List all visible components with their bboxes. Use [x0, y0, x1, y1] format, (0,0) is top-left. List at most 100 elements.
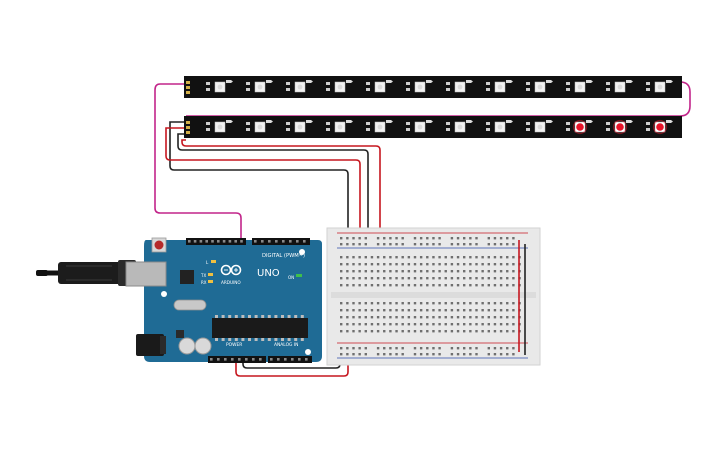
breadboard-hole[interactable] [463, 323, 466, 326]
arduino-5v-wire[interactable] [235, 354, 349, 377]
breadboard-hole[interactable] [475, 256, 478, 259]
breadboard-hole[interactable] [432, 347, 435, 350]
breadboard-hole[interactable] [389, 237, 392, 240]
breadboard-hole[interactable] [395, 347, 398, 350]
breadboard-hole[interactable] [383, 243, 386, 246]
breadboard-hole[interactable] [493, 330, 497, 333]
led-pixel[interactable] [406, 80, 433, 93]
breadboard-hole[interactable] [506, 263, 509, 266]
header-pin[interactable] [222, 240, 226, 243]
breadboard-hole[interactable] [352, 323, 355, 326]
breadboard-hole[interactable] [499, 353, 503, 356]
breadboard-hole[interactable] [432, 256, 435, 259]
breadboard-hole[interactable] [450, 330, 454, 333]
breadboard-hole[interactable] [358, 243, 361, 246]
breadboard-hole[interactable] [444, 263, 447, 266]
breadboard-hole[interactable] [340, 347, 343, 350]
led-pixel[interactable] [606, 119, 633, 135]
breadboard-hole[interactable] [346, 302, 349, 305]
breadboard-hole[interactable] [340, 353, 343, 356]
header-pin[interactable] [284, 358, 287, 361]
breadboard-hole[interactable] [456, 263, 460, 266]
breadboard-hole[interactable] [389, 347, 392, 350]
breadboard-hole[interactable] [407, 330, 411, 333]
breadboard-hole[interactable] [493, 284, 497, 287]
breadboard-hole[interactable] [364, 309, 367, 312]
breadboard-hole[interactable] [438, 284, 441, 287]
breadboard-hole[interactable] [475, 323, 478, 326]
breadboard-hole[interactable] [426, 284, 429, 287]
breadboard-hole[interactable] [444, 270, 447, 273]
breadboard-hole[interactable] [499, 237, 503, 240]
breadboard-hole[interactable] [475, 270, 478, 273]
breadboard-hole[interactable] [401, 323, 404, 326]
breadboard-hole[interactable] [352, 243, 355, 246]
breadboard-hole[interactable] [506, 302, 509, 305]
breadboard-hole[interactable] [438, 309, 441, 312]
breadboard-hole[interactable] [487, 323, 490, 326]
power-jack-icon[interactable] [136, 334, 166, 356]
breadboard-hole[interactable] [352, 302, 355, 305]
breadboard-hole[interactable] [383, 330, 386, 333]
breadboard-hole[interactable] [401, 353, 404, 356]
breadboard-hole[interactable] [469, 302, 472, 305]
breadboard-hole[interactable] [512, 316, 515, 319]
breadboard-hole[interactable] [346, 243, 349, 246]
breadboard-hole[interactable] [340, 316, 343, 319]
breadboard-hole[interactable] [426, 330, 429, 333]
strip-pad[interactable] [186, 81, 190, 84]
breadboard-hole[interactable] [487, 284, 490, 287]
led-pixel[interactable] [246, 80, 273, 93]
arduino-uno-board[interactable]: DIGITAL (PWM~) UNO ARDUINO ON L TX RX PO… [36, 237, 322, 363]
breadboard-hole[interactable] [432, 270, 435, 273]
led-pixel[interactable] [646, 80, 673, 93]
breadboard-hole[interactable] [413, 323, 417, 326]
breadboard-hole[interactable] [358, 277, 361, 280]
breadboard-hole[interactable] [376, 256, 380, 259]
breadboard-hole[interactable] [426, 270, 429, 273]
breadboard-hole[interactable] [463, 243, 466, 246]
breadboard-hole[interactable] [376, 309, 380, 312]
breadboard-hole[interactable] [499, 277, 503, 280]
breadboard-hole[interactable] [407, 302, 411, 305]
breadboard-hole[interactable] [475, 309, 478, 312]
breadboard-hole[interactable] [499, 309, 503, 312]
breadboard-hole[interactable] [506, 316, 509, 319]
breadboard-hole[interactable] [512, 263, 515, 266]
breadboard-hole[interactable] [450, 323, 454, 326]
breadboard-hole[interactable] [463, 309, 466, 312]
breadboard-hole[interactable] [512, 302, 515, 305]
breadboard-hole[interactable] [383, 284, 386, 287]
breadboard-hole[interactable] [413, 237, 417, 240]
led-pixel[interactable] [526, 80, 553, 93]
breadboard-hole[interactable] [432, 353, 435, 356]
led-pixel[interactable] [206, 80, 233, 93]
breadboard-hole[interactable] [487, 302, 490, 305]
breadboard-hole[interactable] [352, 353, 355, 356]
breadboard-hole[interactable] [499, 330, 503, 333]
breadboard-hole[interactable] [395, 270, 398, 273]
breadboard-hole[interactable] [463, 237, 466, 240]
breadboard-hole[interactable] [506, 353, 509, 356]
breadboard-hole[interactable] [469, 237, 472, 240]
header-pin[interactable] [277, 358, 280, 361]
breadboard-hole[interactable] [407, 323, 411, 326]
breadboard-hole[interactable] [426, 323, 429, 326]
header-pin[interactable] [188, 240, 191, 243]
header-pin[interactable] [210, 358, 213, 361]
breadboard-hole[interactable] [346, 277, 349, 280]
breadboard-hole[interactable] [376, 316, 380, 319]
breadboard-hole[interactable] [426, 347, 429, 350]
breadboard-hole[interactable] [481, 270, 484, 273]
breadboard-hole[interactable] [389, 323, 392, 326]
breadboard-hole[interactable] [499, 302, 503, 305]
breadboard-hole[interactable] [487, 263, 490, 266]
breadboard-hole[interactable] [456, 353, 460, 356]
breadboard-hole[interactable] [487, 277, 490, 280]
breadboard-hole[interactable] [469, 263, 472, 266]
breadboard-hole[interactable] [432, 243, 435, 246]
breadboard-hole[interactable] [383, 302, 386, 305]
breadboard-hole[interactable] [506, 270, 509, 273]
breadboard-hole[interactable] [383, 237, 386, 240]
breadboard-hole[interactable] [419, 347, 423, 350]
